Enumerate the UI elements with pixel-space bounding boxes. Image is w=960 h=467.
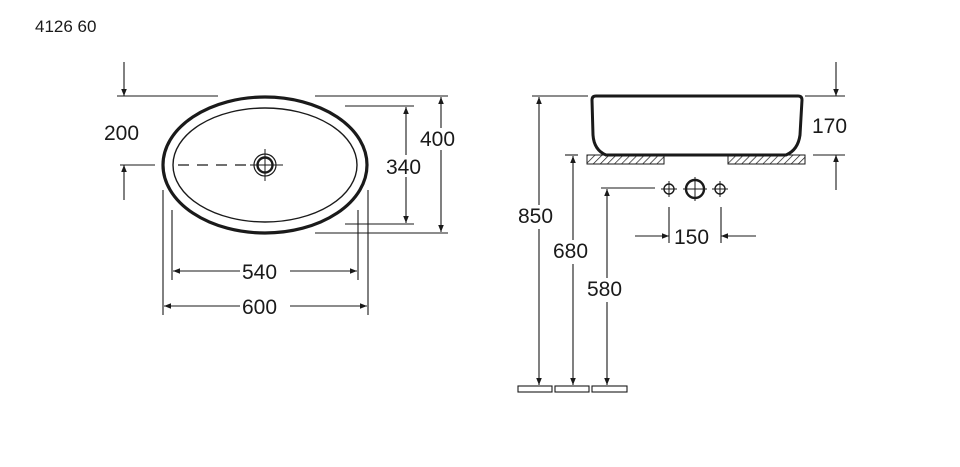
floor-plate-1 <box>517 385 553 393</box>
dim-tap-height: 580 <box>587 278 622 301</box>
floor-plate-3 <box>591 385 628 393</box>
dim-outer-width: 600 <box>242 296 277 319</box>
dim-basin-height: 170 <box>812 115 847 138</box>
dim-counter-height: 680 <box>553 240 588 263</box>
basin-outer-rim <box>161 95 369 235</box>
drain-icon <box>250 149 283 181</box>
side-view <box>517 62 845 393</box>
tap-hole-right-icon <box>712 181 728 197</box>
product-code: 4126 60 <box>35 17 97 36</box>
dim-inner-width: 540 <box>242 261 277 284</box>
dim-drain-offset: 200 <box>104 122 139 145</box>
floor-plate-2 <box>554 385 590 393</box>
basin-inner-bowl <box>172 107 358 223</box>
dim-rim-height: 850 <box>518 205 553 228</box>
dim-inner-depth: 340 <box>386 156 421 179</box>
dim-tap-spacing: 150 <box>674 226 709 249</box>
tap-hole-left-icon <box>661 181 677 197</box>
tap-hole-center-icon <box>683 177 707 201</box>
countertop-left <box>586 154 665 165</box>
basin-profile <box>590 94 804 157</box>
dim-outer-depth: 400 <box>420 128 455 151</box>
top-view <box>117 62 448 315</box>
countertop-right <box>727 154 806 165</box>
